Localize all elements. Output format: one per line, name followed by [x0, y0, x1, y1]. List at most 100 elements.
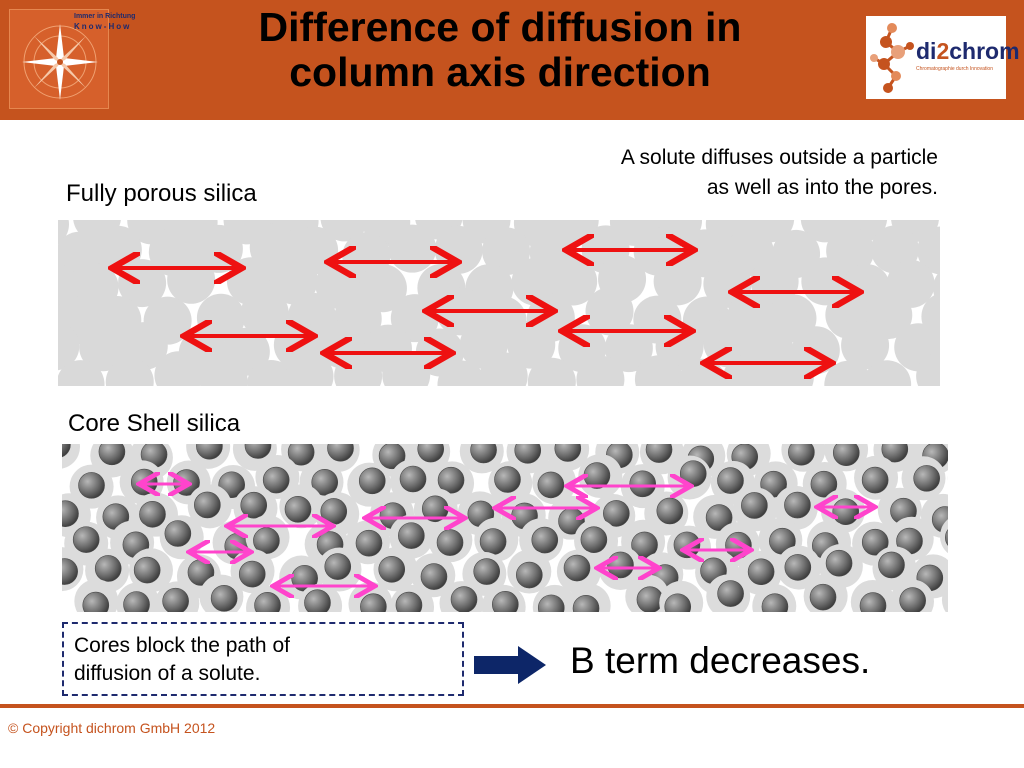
- dichrom-logo: di2chrom Chromatographie durch Innovatio…: [866, 16, 1020, 99]
- result-arrow-icon: [474, 646, 546, 684]
- callout-box: Cores block the path of diffusion of a s…: [62, 622, 464, 696]
- porous-particle: [916, 352, 940, 386]
- porous-particle: [653, 257, 702, 306]
- porous-particle: [511, 257, 560, 306]
- particle-core: [473, 558, 501, 585]
- particle-core: [244, 444, 272, 459]
- dichrom-subtitle: Chromatographie durch Innovation: [916, 66, 993, 72]
- logo-tagline-knowhow: Know-How: [74, 22, 132, 31]
- particle-core: [607, 551, 634, 579]
- callout-line-2: diffusion of a solute.: [74, 662, 261, 685]
- particle-core: [311, 468, 339, 496]
- particle-core: [679, 460, 707, 487]
- particle-core: [324, 553, 352, 580]
- fully-porous-label: Fully porous silica: [66, 180, 257, 207]
- particle-core: [656, 497, 684, 525]
- particle-core: [784, 491, 811, 519]
- particle-core: [531, 526, 559, 554]
- porous-particle: [507, 320, 556, 369]
- particle-core: [320, 498, 348, 525]
- title-line-1: Difference of diffusion in: [258, 4, 742, 50]
- particle-core: [479, 528, 507, 555]
- particle-core: [514, 444, 542, 464]
- particle-core: [878, 551, 905, 579]
- result-text: B term decreases.: [570, 640, 871, 681]
- particle-core: [554, 444, 582, 462]
- footer-divider: [0, 704, 1024, 708]
- porous-particle: [634, 355, 683, 386]
- porous-particle: [105, 357, 154, 386]
- particle-core: [240, 491, 268, 519]
- particle-core: [450, 586, 478, 612]
- particle-core: [572, 594, 600, 612]
- particle-core: [832, 498, 860, 526]
- particle-core: [537, 471, 565, 499]
- porous-particle: [58, 322, 80, 371]
- particle-core: [747, 558, 775, 586]
- particle-core: [139, 500, 166, 528]
- particle-core: [673, 531, 701, 559]
- particle-core: [210, 585, 238, 612]
- core-shell-diagram: [62, 444, 948, 612]
- particle-core: [741, 492, 768, 519]
- porous-particle: [247, 359, 296, 386]
- fully-porous-diagram: [58, 220, 940, 386]
- particle-core: [705, 504, 733, 531]
- molecule-icon: [870, 23, 914, 93]
- compass-rose-icon: [22, 24, 98, 100]
- particle-core: [492, 591, 519, 612]
- particle-core: [809, 583, 837, 611]
- particle-core: [437, 466, 465, 494]
- particle-core: [98, 444, 126, 466]
- particle-core: [494, 466, 521, 493]
- diffusion-note: A solute diffuses outside a particle as …: [621, 143, 938, 203]
- particle-core: [284, 496, 312, 523]
- particle-core: [327, 444, 354, 462]
- particle-core: [832, 444, 860, 466]
- particle-core: [287, 444, 315, 466]
- porous-particle: [841, 321, 890, 370]
- particle-core: [164, 520, 192, 547]
- porous-particle: [863, 360, 912, 386]
- particle-core: [761, 593, 789, 612]
- core-shell-panel: [62, 444, 948, 612]
- particle-core: [664, 593, 692, 612]
- particle-core: [123, 591, 150, 612]
- shell-particle: [941, 584, 948, 612]
- porous-particle: [824, 360, 873, 386]
- dichrom-wordmark: di2chrom: [916, 38, 1020, 64]
- particle-core: [78, 472, 105, 499]
- particle-core: [881, 444, 909, 463]
- compass-logo: Immer in Richtung Know-How: [9, 9, 135, 109]
- particle-core: [162, 587, 189, 612]
- logo-tagline: Immer in Richtung: [74, 13, 136, 20]
- particle-core: [238, 560, 266, 588]
- particle-core: [859, 592, 887, 612]
- particle-core: [784, 554, 812, 581]
- particle-core: [717, 580, 744, 607]
- particle-core: [825, 549, 853, 577]
- porous-particle: [167, 255, 216, 304]
- note-line-2: as well as into the pores.: [706, 176, 938, 199]
- particle-core: [580, 526, 608, 553]
- particle-core: [399, 465, 427, 493]
- porous-particle: [269, 256, 318, 305]
- porous-particle: [154, 351, 203, 386]
- title-line-2: column axis direction: [289, 49, 711, 95]
- particle-core: [899, 587, 926, 612]
- particle-core: [537, 594, 565, 612]
- particle-core: [398, 522, 425, 549]
- particle-core: [417, 444, 445, 463]
- particle-core: [645, 444, 673, 463]
- particle-core: [62, 558, 78, 585]
- particle-core: [563, 554, 591, 582]
- fully-porous-panel: [58, 220, 940, 386]
- particle-core: [130, 468, 158, 496]
- particle-core: [94, 555, 122, 582]
- particle-core: [196, 444, 223, 460]
- porous-particle: [479, 352, 528, 386]
- porous-particle: [549, 257, 598, 306]
- particle-core: [378, 444, 406, 470]
- particle-core: [629, 470, 656, 498]
- particle-core: [788, 444, 815, 466]
